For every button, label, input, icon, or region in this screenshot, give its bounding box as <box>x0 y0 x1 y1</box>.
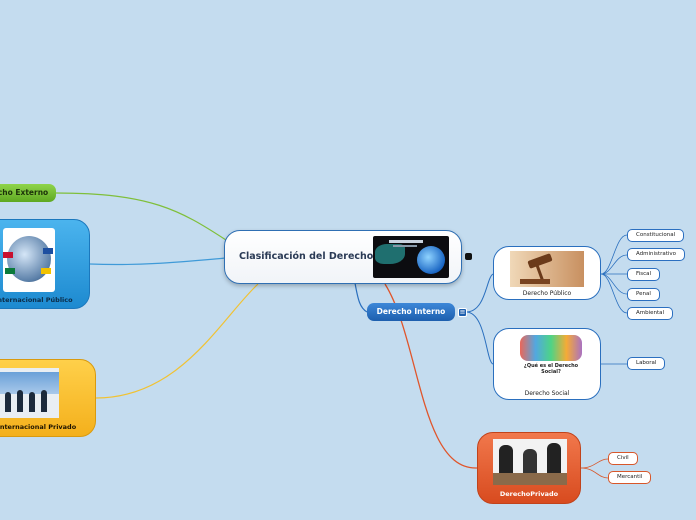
leaf-mercantil[interactable]: Mercantil <box>608 471 652 484</box>
central-topic-image <box>373 236 449 278</box>
social-image-caption: ¿Qué es el Derecho Social? <box>523 363 579 375</box>
central-topic[interactable]: Clasificación del Derecho <box>224 230 462 284</box>
node-derecho-publico[interactable]: Derecho Público <box>493 246 601 300</box>
leaf-ambiental[interactable]: Ambiental <box>627 307 674 320</box>
leaf-constitucional[interactable]: Constitucional <box>627 229 685 242</box>
node-derecho-publico-label: Derecho Público <box>522 290 572 297</box>
node-internacional-privado-label: nternacional Privado <box>0 423 77 431</box>
leaf-penal[interactable]: Penal <box>627 288 660 301</box>
node-derecho-social[interactable]: ¿Qué es el Derecho Social? Derecho Socia… <box>493 328 601 400</box>
leaf-laboral[interactable]: Laboral <box>627 357 666 370</box>
leaf-civil[interactable]: Civil <box>608 452 638 465</box>
people-crowd-image: ¿Qué es el Derecho Social? <box>518 333 584 387</box>
node-derecho-externo[interactable]: cho Externo <box>0 184 56 202</box>
node-internacional-publico-label: nternacional Público <box>0 296 73 304</box>
node-derecho-interno[interactable]: Derecho Interno <box>367 303 455 321</box>
globe-flags-image <box>3 228 55 292</box>
leaf-fiscal[interactable]: Fiscal <box>627 268 661 281</box>
node-derecho-privado[interactable]: DerechoPrivado <box>477 432 581 504</box>
central-topic-title: Clasificación del Derecho <box>239 251 374 262</box>
node-derecho-social-label: Derecho Social <box>524 390 570 397</box>
business-people-image <box>0 368 59 418</box>
collapse-toggle-central[interactable] <box>465 253 472 260</box>
leaf-administrativo[interactable]: Administrativo <box>627 248 686 261</box>
node-internacional-privado[interactable]: nternacional Privado <box>0 359 96 437</box>
business-meeting-image <box>493 439 567 485</box>
gavel-image <box>510 251 584 287</box>
node-internacional-publico[interactable]: nternacional Público <box>0 219 90 309</box>
collapse-toggle-interno[interactable]: ≡ <box>458 308 467 317</box>
node-derecho-privado-label: DerechoPrivado <box>499 490 559 498</box>
